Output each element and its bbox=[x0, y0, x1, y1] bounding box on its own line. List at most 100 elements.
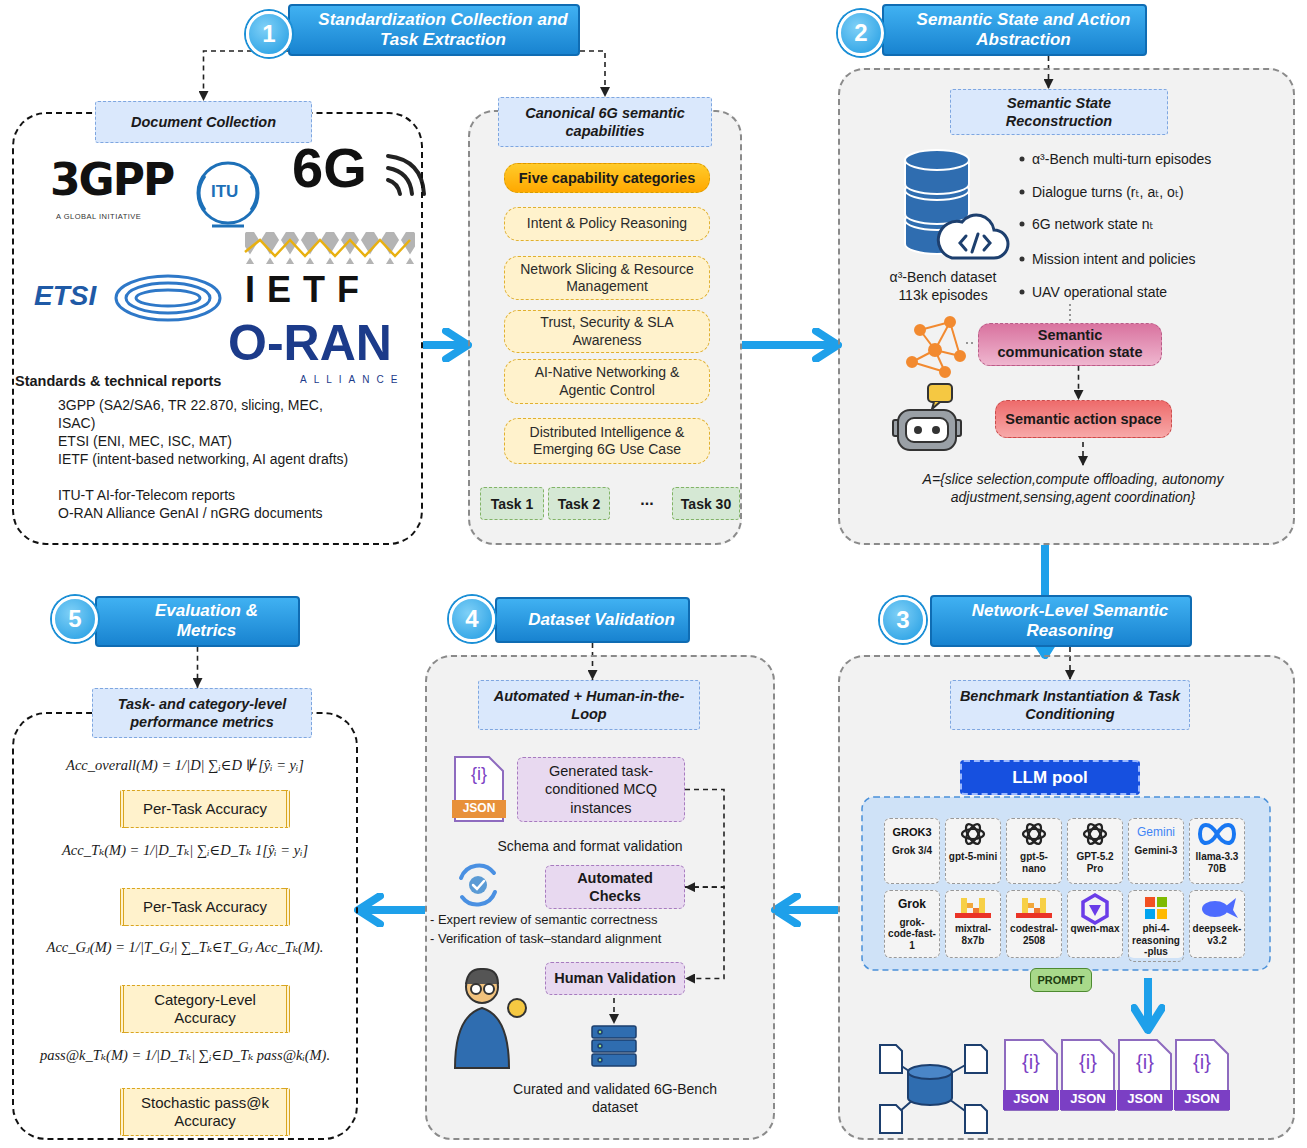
node-text: ... bbox=[630, 490, 664, 511]
node-text: Task 30 bbox=[681, 496, 731, 512]
node-text: α³-Bench dataset 113k episodes bbox=[874, 268, 1012, 304]
section-label: Document Collection bbox=[95, 101, 312, 143]
code-cloud bbox=[938, 215, 1008, 258]
6g-logo bbox=[388, 156, 424, 194]
microsoft-logo bbox=[1157, 909, 1167, 919]
database-icon bbox=[905, 150, 969, 170]
bullet-dot bbox=[1020, 157, 1025, 295]
node-text: qwen-max bbox=[1071, 923, 1120, 935]
expert-icon bbox=[455, 1008, 509, 1068]
node-text: Human Validation bbox=[554, 969, 676, 987]
dataset-network-icon bbox=[965, 1105, 987, 1133]
openai-logo bbox=[1085, 822, 1105, 846]
itu-logo bbox=[199, 176, 205, 210]
node-text: Network Slicing & Resource Management bbox=[513, 261, 701, 296]
llm-pool-area bbox=[862, 797, 1270, 970]
task-box: Task 1 bbox=[480, 487, 544, 520]
panel-box: ... Five capability categoriesIntent & Po… bbox=[468, 110, 742, 545]
node-text: Network-Level Semantic Reasoning bbox=[960, 601, 1180, 642]
node-text: 3GPP (SA2/SA6, TR 22.870, slicing, MEC, … bbox=[58, 396, 358, 432]
section-label: Benchmark Instantiation & Task Condition… bbox=[950, 680, 1190, 730]
mistral-logo bbox=[973, 908, 979, 913]
process-box: Automated Checks bbox=[545, 865, 685, 909]
json-file-icon bbox=[1060, 1090, 1116, 1110]
node-text: Grok bbox=[898, 898, 926, 912]
dataset-network-icon bbox=[880, 1105, 902, 1133]
node-text: {i} bbox=[1007, 1049, 1055, 1075]
node-text: Acc_overall(M) = 1/|D| ∑ᵢ∈D ⊮[ŷᵢ = yᵢ] bbox=[20, 756, 350, 775]
card-fill bbox=[1189, 818, 1245, 884]
node-text: Dialogue turns (rₜ, aₜ, oₜ) bbox=[1032, 183, 1287, 201]
panel-box: α³-Bench dataset 113k episodesα³-Bench m… bbox=[838, 68, 1295, 545]
node-text: UAV operational state bbox=[1032, 283, 1287, 301]
panel-fill bbox=[838, 655, 1295, 1140]
code-cloud bbox=[938, 215, 1008, 258]
network-icon bbox=[929, 344, 941, 356]
flow-arrow bbox=[613, 998, 615, 1024]
node-text: Schema and format validation bbox=[480, 837, 700, 855]
dataset-server-icon bbox=[592, 1054, 636, 1066]
bullet-dot bbox=[1020, 222, 1025, 227]
code-cloud bbox=[960, 236, 966, 250]
node-text: codestral-2508 bbox=[1009, 923, 1059, 946]
node-text: Evaluation & Metrics bbox=[125, 601, 288, 642]
node-text: Canonical 6G semantic capabilities bbox=[507, 104, 703, 140]
node-text: Semantic State and Action Abstraction bbox=[912, 10, 1135, 51]
leader-line bbox=[966, 342, 976, 344]
code-cloud bbox=[984, 236, 990, 250]
dashed-connector bbox=[580, 51, 605, 97]
node-text: Trust, Security & SLA Awareness bbox=[513, 314, 701, 349]
openai-logo bbox=[1023, 822, 1045, 846]
node-text: Semantic action space bbox=[1005, 411, 1161, 427]
metric-box: Stochastic pass@k Accuracy bbox=[120, 1088, 290, 1136]
etsi-swirl bbox=[116, 276, 220, 320]
lattice-band bbox=[245, 240, 410, 256]
node-text: {i} bbox=[1178, 1049, 1226, 1075]
node-text: GROK3 bbox=[892, 826, 931, 839]
node-text: deepseek-v3.2 bbox=[1192, 923, 1242, 946]
action-box: Semantic action space bbox=[995, 400, 1172, 438]
node-text: Five capability categories bbox=[519, 170, 696, 186]
etsi-swirl bbox=[116, 276, 220, 320]
qwen-logo bbox=[1083, 895, 1107, 923]
robot-icon bbox=[893, 384, 961, 450]
json-file-icon bbox=[1174, 1090, 1230, 1110]
panel-fill bbox=[838, 68, 1295, 545]
node-text: GPT-5.2 Pro bbox=[1070, 851, 1120, 874]
expert-icon bbox=[508, 999, 526, 1017]
dashed-connector bbox=[1069, 647, 1071, 680]
section-label: Automated + Human-in-the-Loop bbox=[478, 680, 700, 730]
flow-arrow bbox=[775, 906, 838, 914]
logo-text: A GLOBAL INITIATIVE bbox=[56, 212, 141, 221]
step-number: 1 bbox=[246, 11, 292, 57]
model-card: Grokgrok-code-fast-1 bbox=[884, 890, 940, 958]
panel-fill bbox=[425, 655, 775, 1140]
capability-box: Distributed Intelligence & Emerging 6G U… bbox=[504, 418, 710, 464]
mistral-logo bbox=[955, 898, 1052, 918]
node-text: Task- and category-level performance met… bbox=[101, 695, 303, 731]
node-text: JSON bbox=[1176, 1091, 1228, 1108]
capability-box: Intent & Policy Reasoning bbox=[504, 207, 710, 241]
capability-box: Network Slicing & Resource Management bbox=[504, 256, 710, 300]
step-banner: Evaluation & Metrics bbox=[95, 596, 300, 647]
openai-logo bbox=[962, 822, 984, 846]
openai-logo bbox=[962, 822, 1106, 846]
bullet-dot bbox=[1020, 257, 1025, 262]
microsoft-logo bbox=[1145, 897, 1167, 919]
expert-icon bbox=[466, 969, 498, 984]
mistral-logo bbox=[967, 903, 973, 908]
panel-fill bbox=[425, 68, 1295, 1140]
qwen-logo bbox=[1089, 905, 1101, 916]
node-text: gpt-5-nano bbox=[1009, 851, 1059, 874]
node-text: JSON bbox=[1005, 1091, 1057, 1108]
state-box: Semantic communication state bbox=[978, 323, 1162, 366]
node-text: Per-Task Accuracy bbox=[143, 800, 267, 818]
mistral-logo bbox=[1034, 908, 1040, 913]
dashed-connector bbox=[685, 790, 724, 888]
bullet-dot bbox=[1020, 190, 1025, 195]
node-text: Automated Checks bbox=[552, 869, 678, 905]
openai-logo bbox=[1024, 822, 1044, 846]
meta-logo bbox=[1200, 825, 1234, 843]
model-card: llama-3.3 70B bbox=[1189, 818, 1245, 884]
